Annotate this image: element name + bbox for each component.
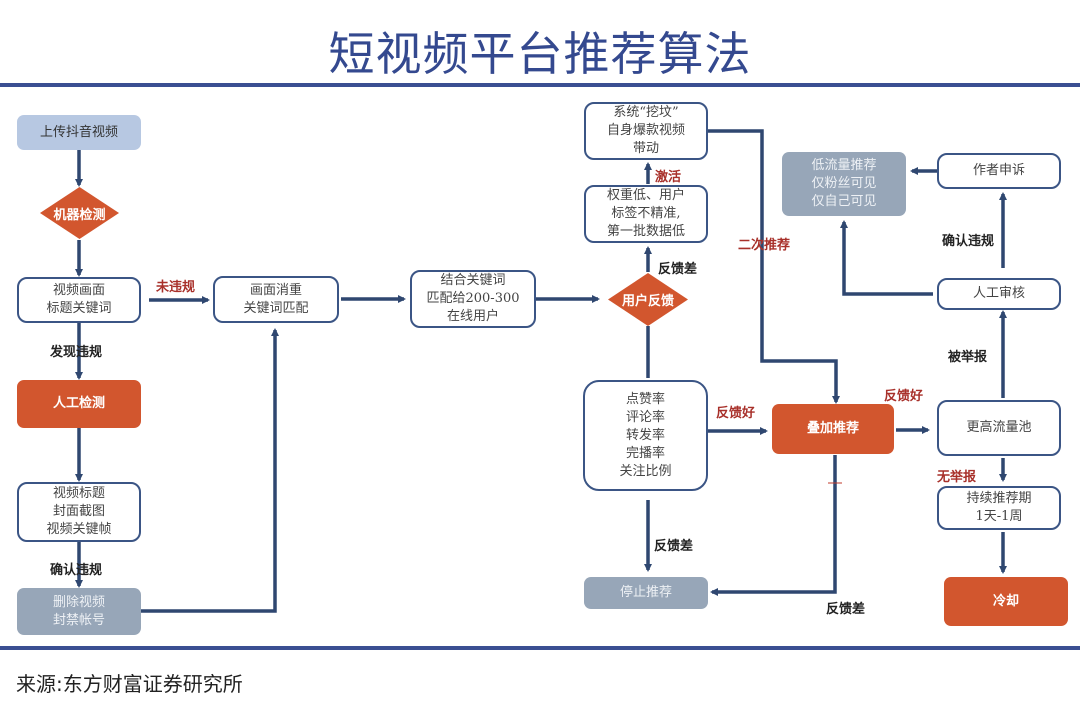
node-manual-review: 人工审核 xyxy=(937,278,1061,310)
node-stack-recommend: 叠加推荐 xyxy=(772,404,894,454)
bottom-divider xyxy=(0,646,1080,650)
node-video-frames-keywords: 视频画面 标题关键词 xyxy=(17,277,141,323)
label-good-feedback-stack: 反馈好 xyxy=(716,406,756,421)
arrow-dig-to-stack xyxy=(708,129,840,404)
label-confirm-violation-right: 确认违规 xyxy=(942,234,995,249)
node-low-traffic: 低流量推荐 仅粉丝可见 仅自己可见 xyxy=(782,152,906,216)
node-continuous-recommend: 持续推荐期 1天-1周 xyxy=(937,486,1061,530)
label-bad-feedback-up: 反馈差 xyxy=(658,262,698,277)
arrow-delete-to-dedup xyxy=(141,328,279,613)
page-title: 短视频平台推荐算法 xyxy=(328,27,752,81)
node-delete-ban: 删除视频 封禁帐号 xyxy=(17,588,141,635)
node-user-feedback: 用户反馈 xyxy=(608,273,688,326)
machine-check-label: 机器检测 xyxy=(53,207,106,223)
label-secondary-recommend: 二次推荐 xyxy=(738,238,791,253)
label-bad-feedback-stack: 反馈差 xyxy=(826,602,866,617)
label-bad-feedback-down: 反馈差 xyxy=(654,539,694,554)
node-cooldown: 冷却 xyxy=(944,577,1068,626)
node-author-appeal: 作者申诉 xyxy=(937,153,1061,189)
arrow-review-to-lowtraffic xyxy=(840,220,933,296)
node-dedup-keyword-match: 画面消重 关键词匹配 xyxy=(213,276,339,323)
source-note: 来源:东方财富证券研究所 xyxy=(16,672,243,696)
node-match-online-users: 结合关键词 匹配给200-300 在线用户 xyxy=(410,270,536,328)
top-divider xyxy=(0,83,1080,87)
node-dig-grave: 系统“挖坟” 自身爆款视频 带动 xyxy=(584,102,708,160)
node-stop-recommend: 停止推荐 xyxy=(584,577,708,609)
diamond-shape xyxy=(608,273,688,326)
label-not-violation: 未违规 xyxy=(156,280,196,295)
node-manual-check: 人工检测 xyxy=(17,380,141,428)
label-no-report: 无举报 xyxy=(937,470,977,485)
label-found-violation: 发现违规 xyxy=(50,345,103,360)
user-feedback-label: 用户反馈 xyxy=(621,294,674,309)
node-engagement-metrics: 点赞率 评论率 转发率 完播率 关注比例 xyxy=(583,380,708,491)
diamond-shape xyxy=(40,187,119,239)
label-reported: 被举报 xyxy=(948,350,988,365)
label-activate: 激活 xyxy=(655,170,682,185)
node-machine-check: 机器检测 xyxy=(40,187,119,239)
node-manual-check-items: 视频标题 封面截图 视频关键帧 xyxy=(17,482,141,542)
arrow-stack-to-stop xyxy=(710,455,837,596)
node-higher-traffic-pool: 更高流量池 xyxy=(937,400,1061,456)
node-low-weight: 权重低、用户 标签不精准, 第一批数据低 xyxy=(584,185,708,243)
label-good-feedback-pool: 反馈好 xyxy=(884,389,924,404)
node-upload-video: 上传抖音视频 xyxy=(17,115,141,150)
label-confirm-violation-left: 确认违规 xyxy=(50,563,103,578)
